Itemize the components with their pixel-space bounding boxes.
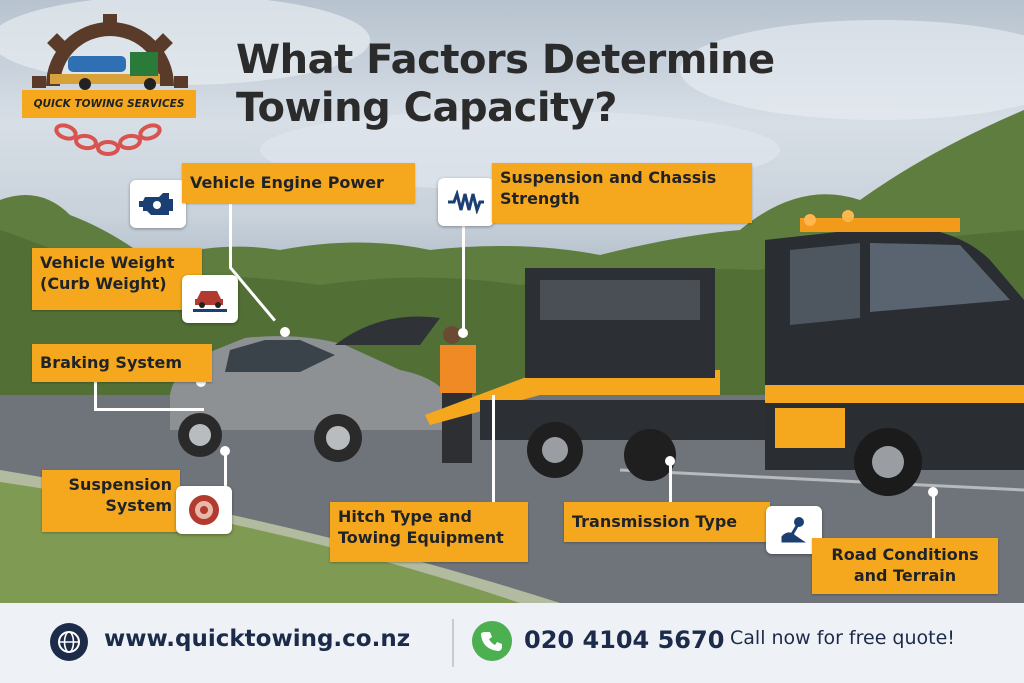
factor-hitch-type-line-1: Hitch Type and <box>338 507 472 526</box>
globe-icon <box>50 623 88 661</box>
factor-braking-system: Braking System <box>32 344 212 382</box>
title-line-2: Towing Capacity? <box>236 85 617 131</box>
connector-line <box>224 450 227 486</box>
connector-line <box>94 408 204 411</box>
page-title: What Factors Determine Towing Capacity? <box>236 36 836 132</box>
factor-hitch-type-line-2: Towing Equipment <box>338 528 504 547</box>
engine-icon <box>130 180 186 228</box>
factor-road-conditions-line-1: Road Conditions <box>831 545 979 564</box>
brake-disc-icon <box>176 486 232 534</box>
connector-line <box>94 382 97 410</box>
suspension-spring-icon <box>438 178 494 226</box>
connector-dot <box>928 487 938 497</box>
connector-line <box>462 225 465 333</box>
factor-vehicle-weight: Vehicle Weight (Curb Weight) <box>32 248 202 310</box>
connector-dot <box>280 327 290 337</box>
factor-vehicle-weight-line-2: (Curb Weight) <box>40 274 167 293</box>
connector-dot <box>220 446 230 456</box>
factor-engine-power: Vehicle Engine Power <box>182 163 415 203</box>
factor-suspension-system-line-1: Suspension <box>68 475 172 494</box>
factor-suspension-chassis: Suspension and Chassis Strength <box>492 163 752 223</box>
factor-suspension-chassis-line-2: Strength <box>500 189 580 208</box>
connector-line <box>492 395 495 503</box>
logo-text: QUICK TOWING SERVICES <box>22 90 196 118</box>
footer-divider <box>452 619 454 667</box>
call-to-action: Call now for free quote! <box>730 627 955 649</box>
website-link[interactable]: www.quicktowing.co.nz <box>104 626 411 652</box>
connector-dot <box>196 377 206 387</box>
phone-number[interactable]: 020 4104 5670 <box>524 626 725 654</box>
connector-dot <box>458 328 468 338</box>
factor-vehicle-weight-line-1: Vehicle Weight <box>40 253 175 272</box>
connector-line <box>932 492 935 538</box>
factor-road-conditions-line-2: and Terrain <box>853 566 957 585</box>
factor-suspension-system: Suspension System <box>42 470 180 532</box>
factor-hitch-type: Hitch Type and Towing Equipment <box>330 502 528 562</box>
factor-suspension-chassis-line-1: Suspension and Chassis <box>500 168 717 187</box>
company-logo <box>32 14 188 156</box>
factor-suspension-system-line-2: System <box>105 496 172 515</box>
connector-line <box>229 204 232 268</box>
title-line-1: What Factors Determine <box>236 37 775 83</box>
contact-footer: www.quicktowing.co.nz 020 4104 5670 Call… <box>0 603 1024 683</box>
car-on-scale-icon <box>182 275 238 323</box>
phone-icon <box>472 621 512 661</box>
connector-dot <box>665 456 675 466</box>
factor-road-conditions: Road Conditions and Terrain <box>812 538 998 594</box>
connector-line <box>669 460 672 502</box>
factor-transmission-type: Transmission Type <box>564 502 770 542</box>
